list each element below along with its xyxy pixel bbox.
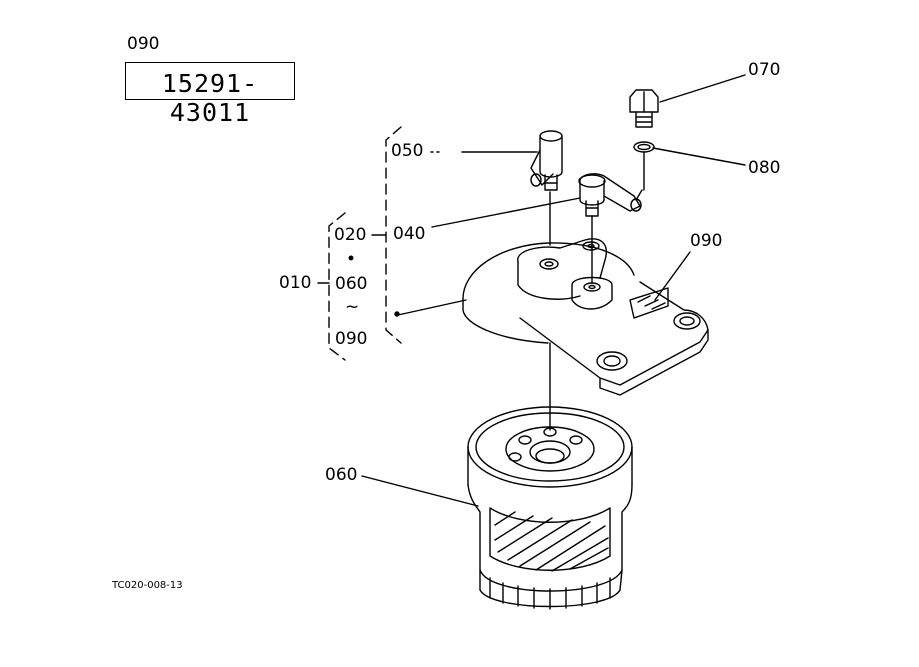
part-number-box: 15291-43011 <box>125 62 295 127</box>
callout-020: 020 <box>334 225 367 245</box>
callout-040: 040 <box>393 224 426 244</box>
callout-070: 070 <box>748 60 781 80</box>
kit-ref-label: 090 <box>127 34 160 54</box>
callout-010: 010 <box>279 273 312 293</box>
callout-090-range: 090 <box>335 329 368 349</box>
drawing-code: TC020-008-13 <box>112 580 183 591</box>
bolt-070 <box>629 89 659 128</box>
leader-070 <box>659 74 746 103</box>
washer-080 <box>633 141 655 153</box>
leader-090 <box>654 251 691 301</box>
callout-090: 090 <box>690 231 723 251</box>
fitting-050 <box>530 130 563 191</box>
part-number: 15291-43011 <box>161 69 259 127</box>
bullet-dot <box>348 255 354 261</box>
leader-080 <box>652 147 746 166</box>
filter-head-020 <box>462 238 709 396</box>
leader-head <box>397 299 467 316</box>
fitting-040 <box>578 173 642 217</box>
leader-040 <box>431 197 581 228</box>
inner-dashed-bracket <box>328 212 346 361</box>
leader-dot <box>394 311 400 317</box>
filter-cartridge-060 <box>467 406 633 610</box>
callout-050: 050 <box>391 141 424 161</box>
leader-060 <box>361 475 479 507</box>
callout-080: 080 <box>748 158 781 178</box>
callout-060-range: 060 <box>335 274 368 294</box>
range-tilde: ~ <box>345 297 360 317</box>
callout-060: 060 <box>325 465 358 485</box>
